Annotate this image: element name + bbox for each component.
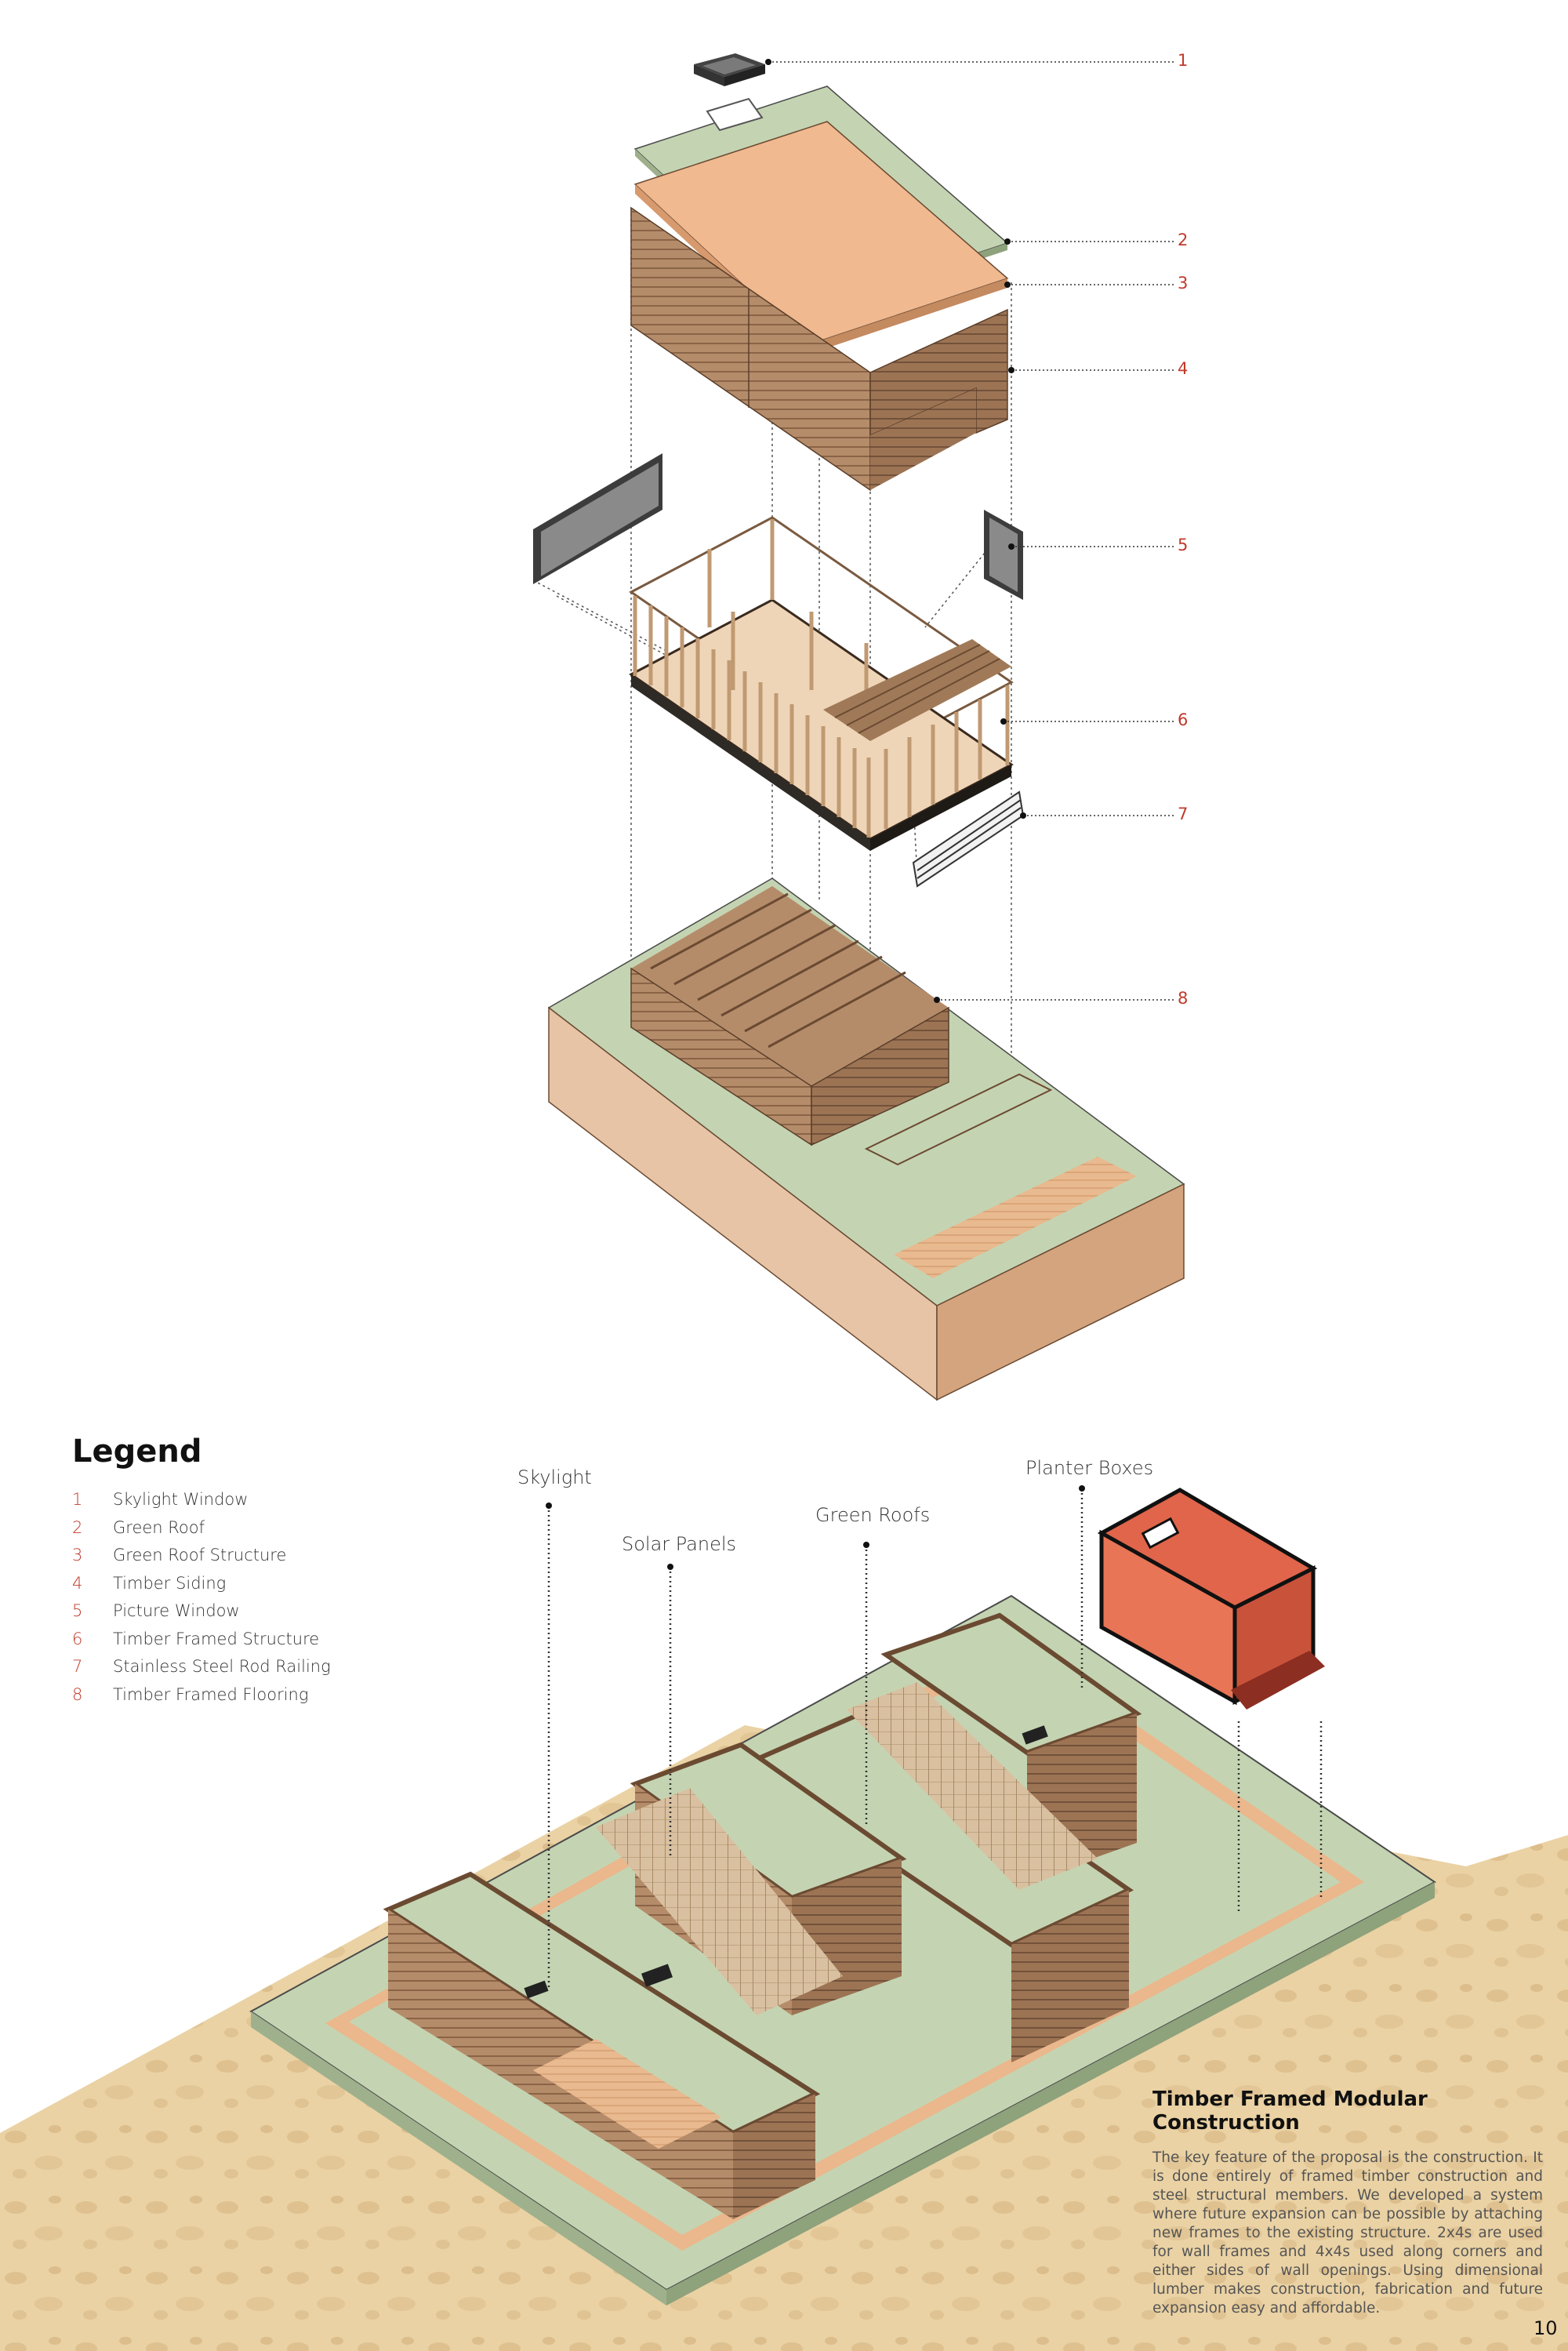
- callout-green-roofs: Green Roofs: [815, 1504, 931, 1526]
- legend-item-label: Timber Siding: [113, 1573, 227, 1593]
- picture-window-left: [533, 453, 662, 584]
- picture-window-right: [984, 510, 1023, 600]
- legend-item-label: Timber Framed Flooring: [113, 1684, 309, 1704]
- page-number: 10: [1534, 2317, 1558, 2339]
- description-block: Timber Framed Modular Construction The k…: [1152, 2088, 1543, 2318]
- skylight-window: [694, 53, 765, 86]
- site-leader-dots: [546, 1485, 1085, 1570]
- legend-item-number: 1: [72, 1490, 83, 1509]
- description-title: Timber Framed Modular Construction: [1152, 2088, 1428, 2135]
- legend-item-label: Picture Window: [113, 1601, 240, 1620]
- callout-skylight: Skylight: [517, 1466, 592, 1488]
- legend-item-label: Stainless Steel Rod Railing: [113, 1657, 331, 1676]
- exploded-label-1: 1: [1178, 51, 1189, 70]
- timber-framed-flooring: [547, 878, 1185, 1401]
- site-buildings: [383, 1612, 1142, 2219]
- legend-item-number: 2: [72, 1517, 83, 1537]
- exploded-label-3: 3: [1178, 274, 1189, 293]
- timber-framed-structure: [629, 516, 1014, 851]
- exploded-leader-dots: [765, 59, 1026, 1003]
- callout-solar-panels: Solar Panels: [622, 1533, 737, 1555]
- legend-item-number: 3: [72, 1546, 83, 1564]
- legend-title: Legend: [72, 1433, 202, 1470]
- legend-item-number: 4: [72, 1573, 83, 1593]
- legend-item: 7 Stainless Steel Rod Railing: [72, 1657, 331, 1685]
- legend-item-label: Timber Framed Structure: [113, 1629, 320, 1648]
- exploded-label-2: 2: [1178, 231, 1189, 249]
- legend-item-label: Green Roof: [113, 1517, 205, 1537]
- timber-siding-shell: [630, 206, 1008, 492]
- legend-item-label: Green Roof Structure: [113, 1546, 287, 1564]
- legend-item: 6 Timber Framed Structure: [72, 1630, 331, 1658]
- legend-item-number: 6: [72, 1629, 83, 1648]
- planter-box-module: [1097, 1488, 1325, 1710]
- legend-item-number: 5: [72, 1601, 83, 1620]
- legend-item: 2 Green Roof: [72, 1518, 331, 1546]
- exploded-label-6: 6: [1178, 710, 1189, 729]
- legend-item: 4 Timber Siding: [72, 1574, 331, 1602]
- legend-item-number: 8: [72, 1684, 83, 1704]
- exploded-label-5: 5: [1178, 536, 1189, 554]
- exploded-label-4: 4: [1178, 359, 1189, 378]
- legend-item: 1 Skylight Window: [72, 1490, 331, 1518]
- description-body: The key feature of the proposal is the c…: [1152, 2149, 1543, 2316]
- exploded-leaders: [768, 61, 1176, 1001]
- callout-planter-boxes: Planter Boxes: [1025, 1457, 1154, 1479]
- site-leaders: [547, 1488, 1323, 1988]
- exploded-label-8: 8: [1178, 989, 1189, 1008]
- exploded-label-7: 7: [1178, 805, 1189, 823]
- legend-item-number: 7: [72, 1657, 83, 1676]
- legend-item: 3 Green Roof Structure: [72, 1546, 331, 1574]
- legend-item: 5 Picture Window: [72, 1601, 331, 1630]
- legend-item: 8 Timber Framed Flooring: [72, 1685, 331, 1713]
- legend-list: 1 Skylight Window 2 Green Roof 3 Green Roof…: [72, 1490, 331, 1713]
- legend-item-label: Skylight Window: [113, 1490, 249, 1509]
